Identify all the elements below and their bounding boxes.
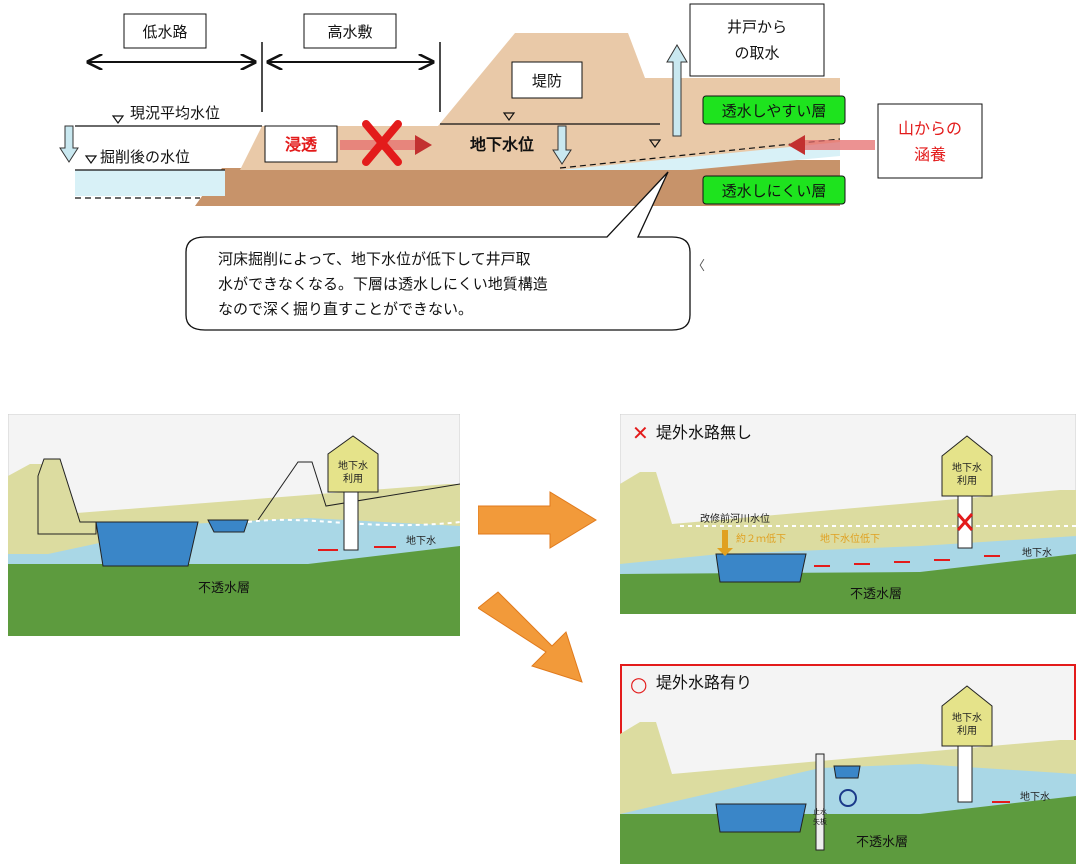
drop-arrow-shaft [722,530,728,548]
panel-before: 地下水 利用 地下水 不透水層 [8,414,460,636]
recharge-arrow-head [788,135,805,155]
groundwater-label: 地下水 [406,534,436,547]
stray-mark: 〈 [692,259,705,274]
recharge-flow-band [805,140,875,150]
well-house [941,435,993,497]
blocked-x-mark [362,120,402,166]
seepage-label-box [264,125,338,163]
house-label-2: 利用 [957,725,977,737]
house-label-2: 利用 [343,473,363,485]
mountain-recharge-label-1: 山からの [898,119,962,138]
current-avg-level-label: 現況平均水位 [130,104,220,122]
arrow-right [478,491,597,549]
impermeable-layer [620,796,1076,864]
groundwater-label: 地下水 [1020,790,1050,803]
well-intake-label-box [689,3,825,77]
gw-drop-label: 地下水位低下 [820,532,880,545]
sheet-pile-label-2: 矢板 [813,817,827,826]
well-fail-x [956,513,974,531]
panel-no-channel: ✕ 堤外水路無し 改修前河川水位 約２ｍ低下 地下水位低下 地下水 利用 地下水… [620,414,1076,614]
callout-text-line-1: 河床掘削によって、地下水位が低下して井戸取 [218,250,531,268]
house-label-1: 地下水 [952,461,982,474]
gw-arrows [814,555,1000,567]
well-pipe [957,745,973,803]
panel-title: 堤外水路有り [656,673,752,692]
level-drop-arrow-mid [552,125,572,165]
dotted-gw-line [247,518,460,527]
top-cross-section-diagram: 低水路 高水敷 堤防 井戸から の取水 現況平均水位 掘削後の水位 浸透 地下水… [59,3,983,331]
level-marker-1 [111,115,125,125]
sheet-pile [815,753,825,851]
house-label-1: 地下水 [338,459,368,472]
post-dredge-level-label: 掘削後の水位 [100,148,190,166]
drop-arrow-head [717,548,733,556]
impermeable-layer-label: 透水しにくい層 [722,182,827,200]
lower-soil-layer [195,160,840,206]
level-drop-arrow-left [59,125,79,163]
panel-mark-x: ✕ [632,421,649,445]
impermeable-layer [8,546,460,636]
impermeable-label: 不透水層 [856,835,908,850]
water-lens [560,142,840,170]
house-label-2: 利用 [957,475,977,487]
high-floodplain-label: 高水敷 [327,23,372,41]
outer-channel-water [833,765,861,779]
main-channel-water [715,803,807,833]
high-floodplain-label-box [303,13,397,49]
permeable-layer-label: 透水しやすい層 [722,102,827,120]
impermeable-layer-box [702,175,846,205]
seepage-arrow-head [415,135,432,155]
levee-label-box [511,61,583,99]
callout-bubble [185,171,691,331]
level-marker-3 [502,112,516,122]
panel-mark-o: ○ [630,672,647,696]
house-label-1: 地下水 [952,711,982,724]
levee-right [257,461,460,521]
well-intake-label-1: 井戸から [727,18,787,36]
well-pipe [343,491,359,551]
main-channel-water [95,521,199,567]
level-marker-2 [84,155,98,165]
levee-label: 堤防 [532,72,562,90]
callout-text-line-2: 水ができなくなる。下層は透水しにくい地質構造 [218,275,548,293]
drop-label: 約２ｍ低下 [736,532,786,545]
levee-left [37,458,97,535]
well-house [327,435,379,493]
low-channel-label: 低水路 [142,23,187,41]
low-channel-label-box [123,13,207,49]
main-channel-water [715,553,807,583]
well-intake-arrow [666,44,688,137]
callout-text-line-3: なので深く掘り直すことができない。 [218,300,473,318]
arrow-down-right [478,591,583,683]
impermeable-label: 不透水層 [198,581,250,596]
permeable-layer-box [702,95,846,125]
ok-circle-mark [839,789,857,807]
seepage-label: 浸透 [285,135,318,154]
panel-title: 堤外水路無し [656,423,752,442]
well-intake-label-2: の取水 [734,44,779,62]
level-marker-4 [648,139,662,149]
panel-with-channel: ○ 堤外水路有り 止水 矢板 地下水 利用 地下水 不透水層 [620,664,1076,864]
prior-level-label: 改修前河川水位 [700,512,770,525]
impermeable-label: 不透水層 [850,587,902,602]
impermeable-layer [620,554,1076,614]
groundwater-label: 地下水 [1022,546,1052,559]
groundwater-level-label: 地下水位 [470,135,534,154]
well-house [941,685,993,747]
mountain-recharge-label-box [877,103,983,179]
sheet-pile-label-1: 止水 [813,807,827,816]
river-water [75,170,225,196]
side-channel-water [207,519,249,533]
mountain-recharge-label-2: 涵養 [914,145,946,164]
